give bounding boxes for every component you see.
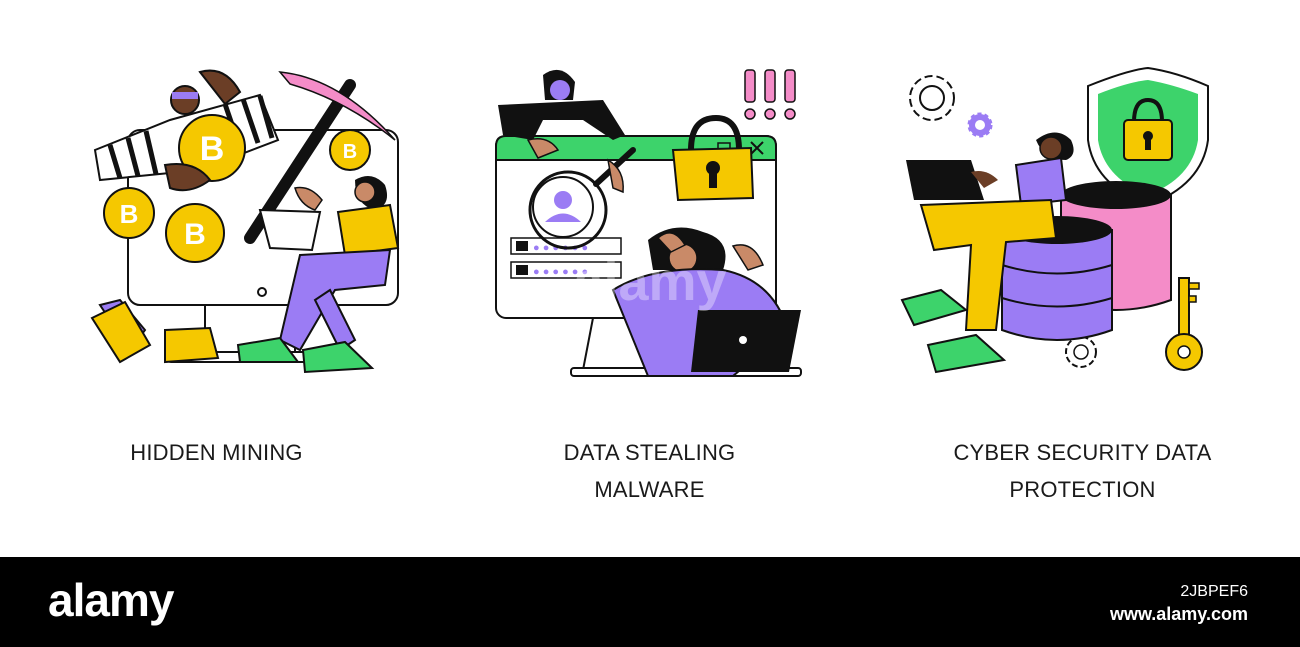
site-url: www.alamy.com [1109,604,1248,624]
gear-icon [909,75,955,121]
image-id: 2JBPEF6 [1180,583,1248,600]
hidden-mining-illustration: B B B B [90,69,400,374]
caption-line-1: HIDDEN MINING [130,440,303,465]
lock-icon [671,114,755,202]
shield-icon [1087,66,1209,207]
username-field: ● ● ● ● ● ● [510,237,622,255]
svg-text:B: B [200,130,225,168]
panel-data-stealing-malware: ● ● ● ● ● ● ● ● ● ● ● ● [433,0,866,557]
close-icon [750,141,764,155]
gear-icon [967,112,993,138]
caption-line-2: MALWARE [594,477,705,502]
caption-cyber-security-data-protection: CYBER SECURITY DATA PROTECTION [866,434,1299,508]
panel-cyber-security: CYBER SECURITY DATA PROTECTION [866,0,1299,557]
cyber-security-illustration [900,66,1209,374]
alert-icon [744,69,796,120]
svg-text:● ● ● ● ● ●: ● ● ● ● ● ● [533,266,588,278]
password-field: ● ● ● ● ● ● [510,261,622,279]
panel-hidden-mining: B B B B HIDDEN MINING [0,0,433,557]
image-id-block: 2JBPEF6 www.alamy.com [1110,581,1248,625]
caption-hidden-mining: HIDDEN MINING [0,434,433,471]
footer-bar: alamy 2JBPEF6 www.alamy.com [0,557,1300,647]
svg-text:B: B [184,218,206,251]
data-stealing-illustration: ● ● ● ● ● ● ● ● ● ● ● ● [495,69,802,377]
svg-text:B: B [343,141,357,163]
caption-line-2: PROTECTION [1009,477,1156,502]
caption-line-1: DATA STEALING [563,440,736,465]
gear-icon [1065,336,1097,368]
key-icon [1165,277,1203,371]
caption-line-1: CYBER SECURITY DATA [953,440,1212,465]
caption-data-stealing-malware: DATA STEALING MALWARE [433,434,866,508]
alamy-logo: alamy [48,574,174,626]
bitcoin-coins: B B B B [103,114,371,263]
svg-text:B: B [120,199,139,229]
